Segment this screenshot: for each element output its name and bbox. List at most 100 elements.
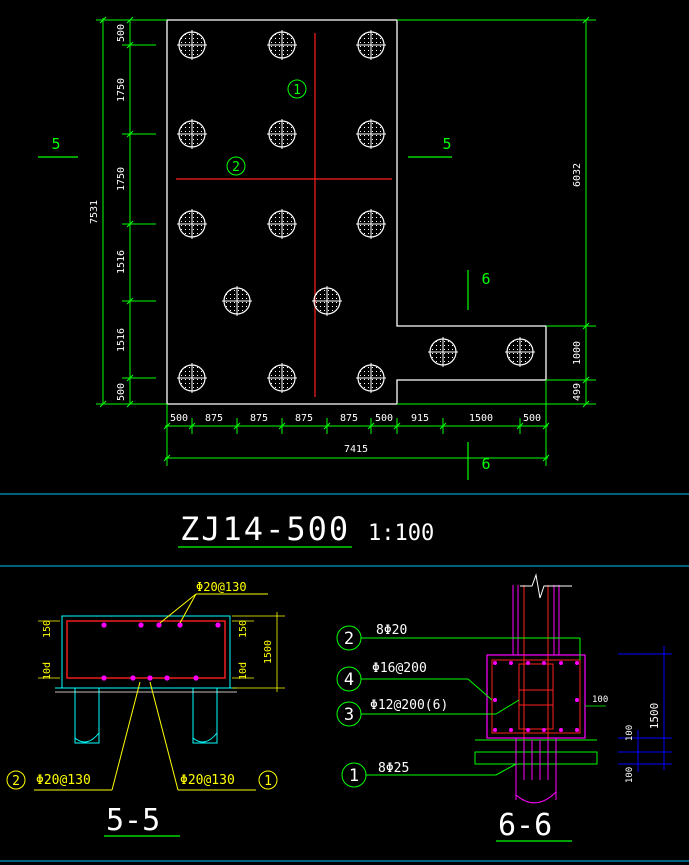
section-pile-right (192, 687, 218, 744)
dim-bottom-1500: 1500 (469, 413, 493, 424)
callout-left-rebar: 2 Φ20@130 (6, 681, 141, 791)
svg-text:Φ20@130: Φ20@130 (196, 580, 247, 594)
rebar-dots-6 (493, 661, 579, 732)
dim-right-1000: 1000 (572, 341, 583, 365)
dim-left-1516-b: 1516 (116, 328, 127, 352)
dim-6-right-b: 100 (625, 767, 635, 783)
dim-bottom-overall: 7415 (344, 444, 368, 455)
pile (176, 29, 208, 61)
dim-6-right (618, 646, 672, 772)
dim-bottom-915: 915 (411, 413, 429, 424)
dim-bottom-875-a: 875 (205, 413, 223, 424)
callout-top-rebar: Φ20@130 (159, 580, 268, 624)
pile (266, 29, 298, 61)
svg-text:2: 2 (232, 160, 240, 175)
section-5-5: Φ20@130 150 10d 150 10d 1500 2 Φ20@130 (6, 580, 285, 838)
dim-5-top-left: 150 (42, 620, 53, 638)
rebar-cage (66, 620, 226, 679)
dim-6-cover: 100 (592, 695, 608, 705)
left-dimension-chain (96, 16, 167, 408)
section-6-caption: 6-6 (498, 808, 552, 843)
drawing-title: ZJ14-500 (180, 510, 350, 548)
svg-text:1: 1 (293, 83, 301, 98)
section-5-caption: 5-5 (106, 803, 160, 838)
dim-bottom-875-c: 875 (295, 413, 313, 424)
break-line (520, 573, 572, 599)
section-mark-6-bottom: 6 (467, 442, 491, 480)
pile (427, 336, 459, 368)
column-stub (512, 585, 560, 740)
dim-left-1516-a: 1516 (116, 250, 127, 274)
section-6-6: 2 8Φ20 4 Φ16@200 3 Φ12@200(6) 1 8Φ25 (336, 573, 672, 843)
svg-text:2: 2 (12, 774, 20, 789)
dim-5-top-right: 150 (238, 620, 249, 638)
section-mark-5-left: 5 (38, 135, 78, 158)
svg-text:2: 2 (344, 629, 354, 649)
right-dimension-chain (397, 16, 596, 408)
callout-6-3: 3 Φ12@200(6) (336, 698, 520, 727)
svg-text:1: 1 (264, 774, 272, 789)
plan-view: 1 2 5 (38, 16, 596, 480)
section-6-base (474, 751, 598, 765)
pile (266, 362, 298, 394)
left-dimension-labels: 500 1750 1750 1516 1516 500 7531 (89, 24, 127, 401)
axis-tag-2: 2 (226, 156, 246, 176)
callout-right-rebar: Φ20@130 1 (149, 681, 278, 791)
section-mark-5-right: 5 (408, 135, 452, 158)
rebar-dots-bottom (101, 675, 199, 681)
rebar-dots-top (101, 622, 221, 628)
pile (355, 208, 387, 240)
pile (355, 29, 387, 61)
pile (355, 362, 387, 394)
section-mark-6-top: 6 (467, 270, 491, 310)
section-cap (61, 615, 231, 689)
pile (176, 208, 208, 240)
dim-bottom-500-b: 500 (375, 413, 393, 424)
cap-outline (166, 19, 547, 405)
callout-6-2: 2 8Φ20 (336, 623, 581, 660)
bottom-dimension-chain (163, 380, 550, 466)
dim-bottom-875-d: 875 (340, 413, 358, 424)
dim-right-6032: 6032 (572, 163, 583, 187)
dim-6-right-height: 1500 (648, 703, 661, 730)
right-dimension-labels: 6032 1000 499 (572, 163, 583, 401)
svg-text:8Φ25: 8Φ25 (378, 761, 409, 776)
svg-text:5: 5 (51, 135, 60, 153)
svg-text:8Φ20: 8Φ20 (376, 623, 407, 638)
pile (266, 208, 298, 240)
axis-tag-1: 1 (287, 79, 307, 99)
pile (504, 336, 536, 368)
svg-text:1500: 1500 (263, 640, 274, 664)
pile (176, 118, 208, 150)
dim-bottom-875-b: 875 (250, 413, 268, 424)
drawing-title-block: ZJ14-500 1:100 (178, 510, 434, 548)
dim-bottom-500-c: 500 (523, 413, 541, 424)
dim-left-1750-a: 1750 (116, 78, 127, 102)
section-6-pile (515, 738, 557, 804)
dim-5-height: 1500 (232, 612, 285, 692)
pile (176, 362, 208, 394)
dim-5-bottom-right: 10d (238, 662, 249, 680)
pile (266, 118, 298, 150)
dim-left-overall: 7531 (89, 200, 100, 224)
dim-5-bottom-left: 10d (42, 662, 53, 680)
svg-text:6: 6 (481, 455, 490, 473)
svg-text:4: 4 (344, 670, 354, 690)
dim-left-500-bottom: 500 (116, 383, 127, 401)
svg-text:Φ16@200: Φ16@200 (372, 661, 427, 676)
section-pile-left (74, 687, 100, 744)
dim-left-500-top: 500 (116, 24, 127, 42)
svg-text:6: 6 (481, 270, 490, 288)
dim-right-499: 499 (572, 383, 583, 401)
dim-left-1750-b: 1750 (116, 167, 127, 191)
pile (355, 118, 387, 150)
svg-text:Φ20@130: Φ20@130 (36, 773, 91, 788)
svg-text:3: 3 (344, 705, 354, 725)
svg-text:Φ20@130: Φ20@130 (180, 773, 235, 788)
drawing-scale: 1:100 (368, 521, 434, 546)
dim-6-right-a: 100 (625, 725, 635, 741)
pile-group (176, 29, 536, 394)
svg-text:1: 1 (349, 766, 359, 786)
svg-text:5: 5 (442, 135, 451, 153)
svg-text:Φ12@200(6): Φ12@200(6) (370, 698, 448, 713)
